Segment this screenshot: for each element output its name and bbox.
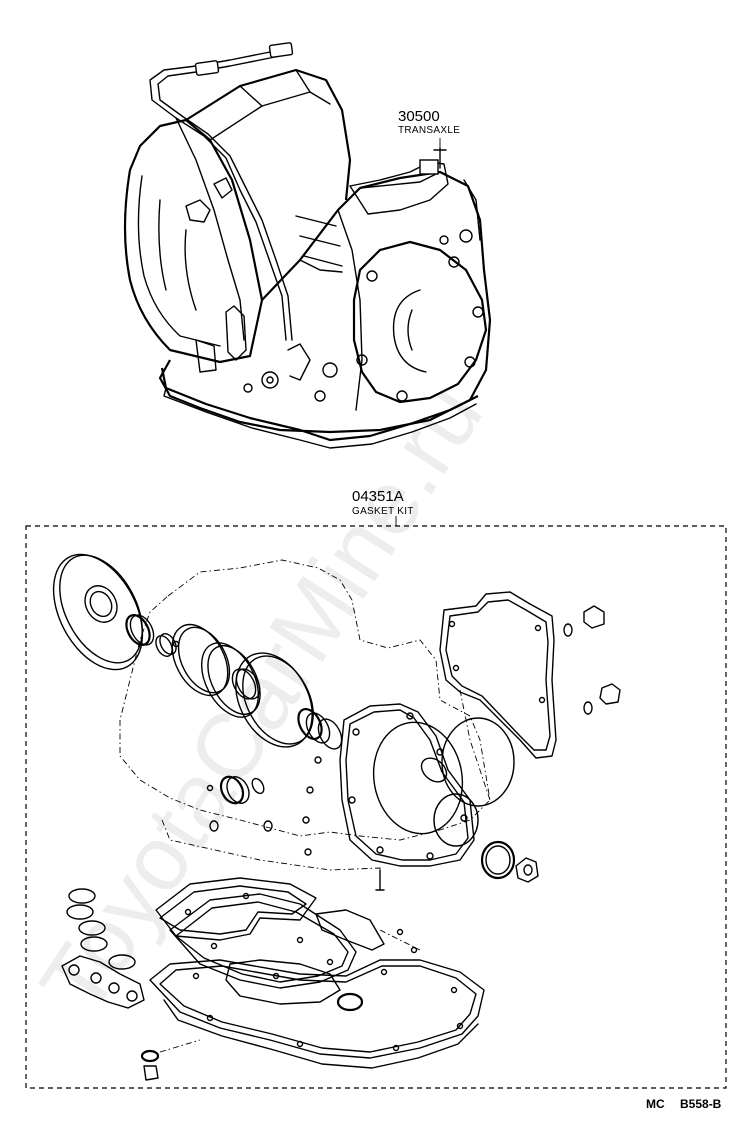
gasket-kit-callout: 04351A GASKET KIT	[352, 488, 414, 526]
footer-diagram-code: B558-B	[680, 1097, 722, 1111]
watermark-text: ToyotaCarMine.ru	[21, 366, 502, 1030]
gasket-kit-part-number: 04351A	[352, 488, 404, 505]
gasket-kit-parts	[52, 553, 621, 1081]
gasket-kit-part-name: GASKET KIT	[352, 506, 414, 517]
footer-prefix: MC	[646, 1097, 665, 1111]
transaxle-part-name: TRANSAXLE	[398, 125, 460, 136]
transaxle-callout: 30500 TRANSAXLE	[398, 108, 460, 166]
transaxle-part-number: 30500	[398, 108, 440, 125]
transaxle-assembly	[123, 42, 492, 449]
gasket-kit-boundary	[25, 525, 727, 1089]
